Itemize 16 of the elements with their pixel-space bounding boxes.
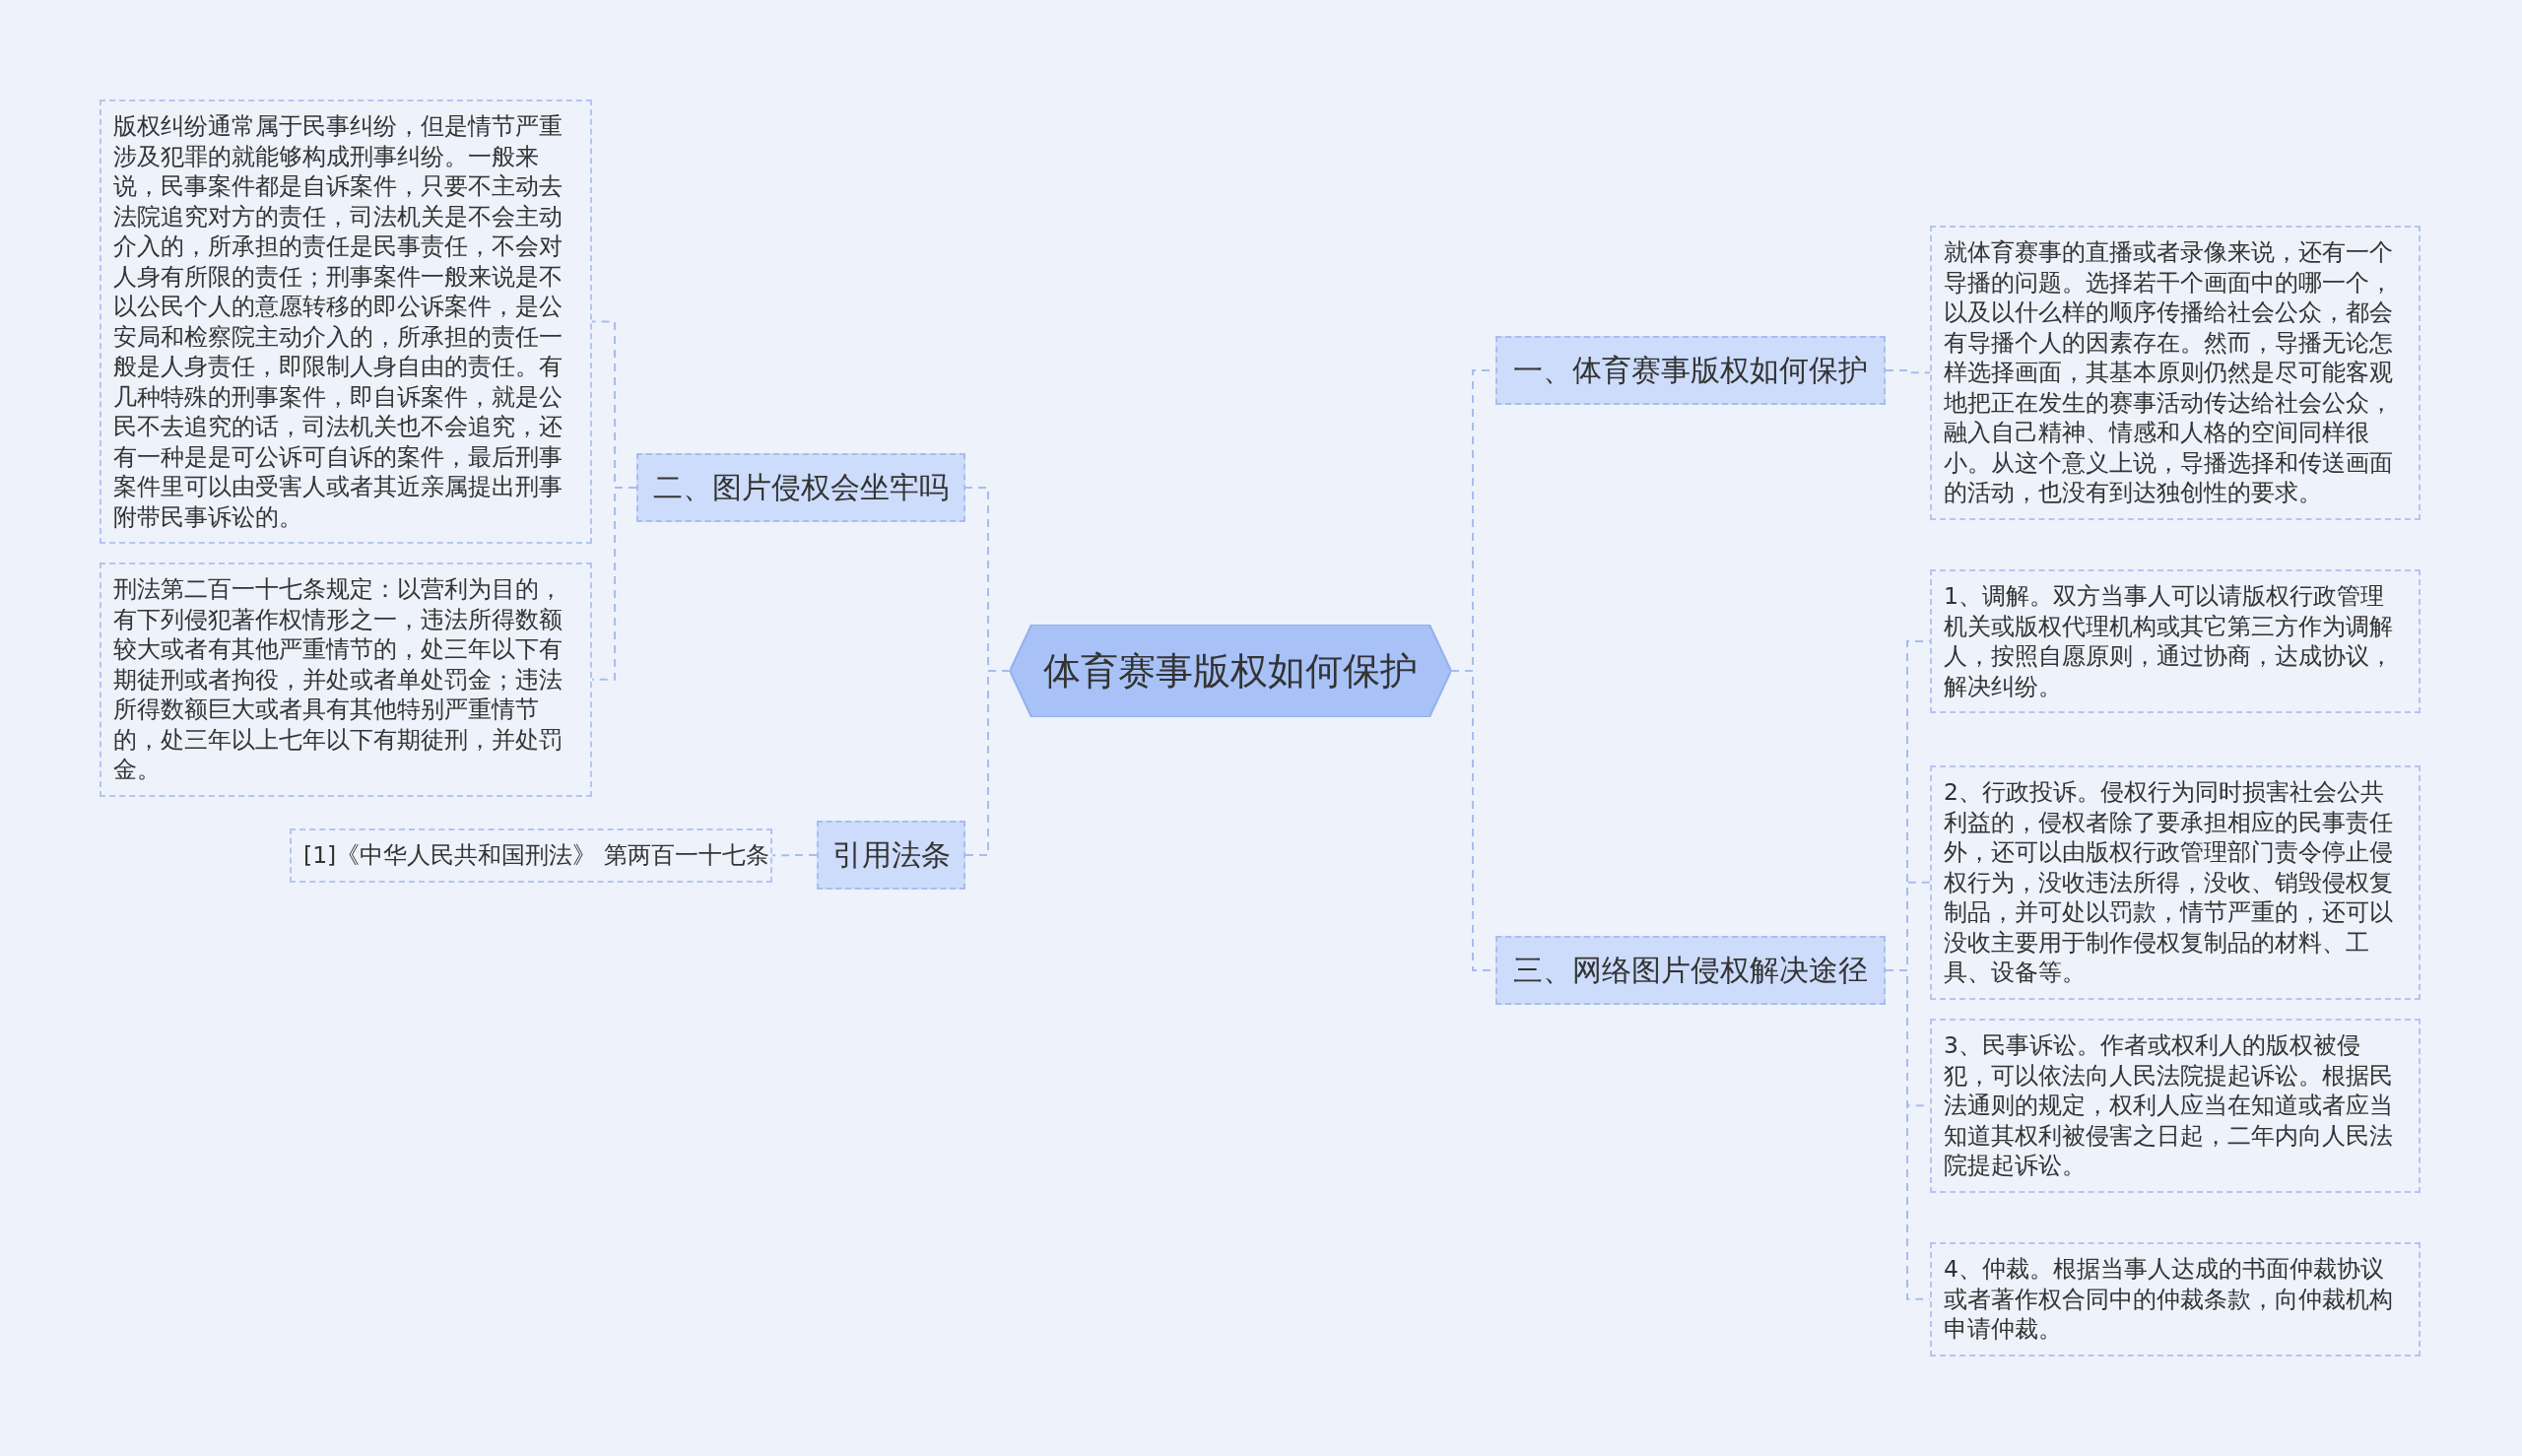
note-box: 就体育赛事的直播或者录像来说，还有一个导播的问题。选择若干个画面中的哪一个，以及以什么样的顺序传播给社会公众，都会有导播个人的因素存在。然而，导播无论怎样选择画面，其基本原则仍然是尽可能客观地把正在发生的赛事活动传达给社会公众，融入自己精神、情感和人格的空间同样很小。从这个意义上说，导播选择和传送画面的活动，也没有到达独创性的要求。 xyxy=(1930,226,2421,520)
note-box: 刑法第二百一十七条规定：以营利为目的，有下列侵犯著作权情形之一，违法所得数额较大或者有其他严重情节的，处三年以下有期徒刑或者拘役，并处或者单处罚金；违法所得数额巨大或者具有其他特别严重情节的，处三年以上七年以下有期徒刑，并处罚金。 xyxy=(100,563,592,797)
note-box: 4、仲裁。根据当事人达成的书面仲裁协议或者著作权合同中的仲裁条款，向仲裁机构申请仲裁。 xyxy=(1930,1242,2421,1357)
central-topic: 体育赛事版权如何保护 xyxy=(1010,625,1451,717)
note-box: 3、民事诉讼。作者或权利人的版权被侵犯，可以依法向人民法院提起诉讼。根据民法通则的规定，权利人应当在知道或者应当知道其权利被侵害之日起，二年内向人民法院提起诉讼。 xyxy=(1930,1019,2421,1193)
topic-box: 引用法条 xyxy=(817,821,965,890)
connector-line xyxy=(964,670,1011,856)
connector-line xyxy=(771,854,818,857)
connector-line xyxy=(1885,369,1931,374)
note-box: 版权纠纷通常属于民事纠纷，但是情节严重涉及犯罪的就能够构成刑事纠纷。一般来说，民事案件都是自诉案件，只要不主动去法院追究对方的责任，司法机关是不会主动介入的，所承担的责任是民事责任，不会对人身有所限的责任；刑事案件一般来说是不以公民个人的意愿转移的即公诉案件，是公安局和检察院主动介入的，所承担的责任一般是人身责任，即限制人身自由的责任。有几种特殊的刑事案件，即自诉案件，就是公民不去追究的话，司法机关也不会追究，还有一种是是可公诉可自诉的案件，最后刑事案件里可以由受害人或者其近亲属提出刑事附带民事诉讼的。 xyxy=(100,99,592,544)
topic-box: 一、体育赛事版权如何保护 xyxy=(1495,336,1886,405)
note-box: 2、行政投诉。侵权行为同时损害社会公共利益的，侵权者除了要承担相应的民事责任外，还可以由版权行政管理部门责令停止侵权行为，没收违法所得，没收、销毁侵权复制品，并可处以罚款，情节严重的，还可以没收主要用于制作侵权复制品的材料、工具、设备等。 xyxy=(1930,765,2421,1000)
note-box: 1、调解。双方当事人可以请版权行政管理机关或版权代理机构或其它第三方作为调解人，按照自愿原则，通过协商，达成协议，解决纠纷。 xyxy=(1930,569,2421,713)
note-box: [1]《中华人民共和国刑法》 第两百一十七条 xyxy=(290,828,772,883)
topic-box: 二、图片侵权会坐牢吗 xyxy=(636,453,965,522)
topic-box: 三、网络图片侵权解决途径 xyxy=(1495,936,1886,1005)
